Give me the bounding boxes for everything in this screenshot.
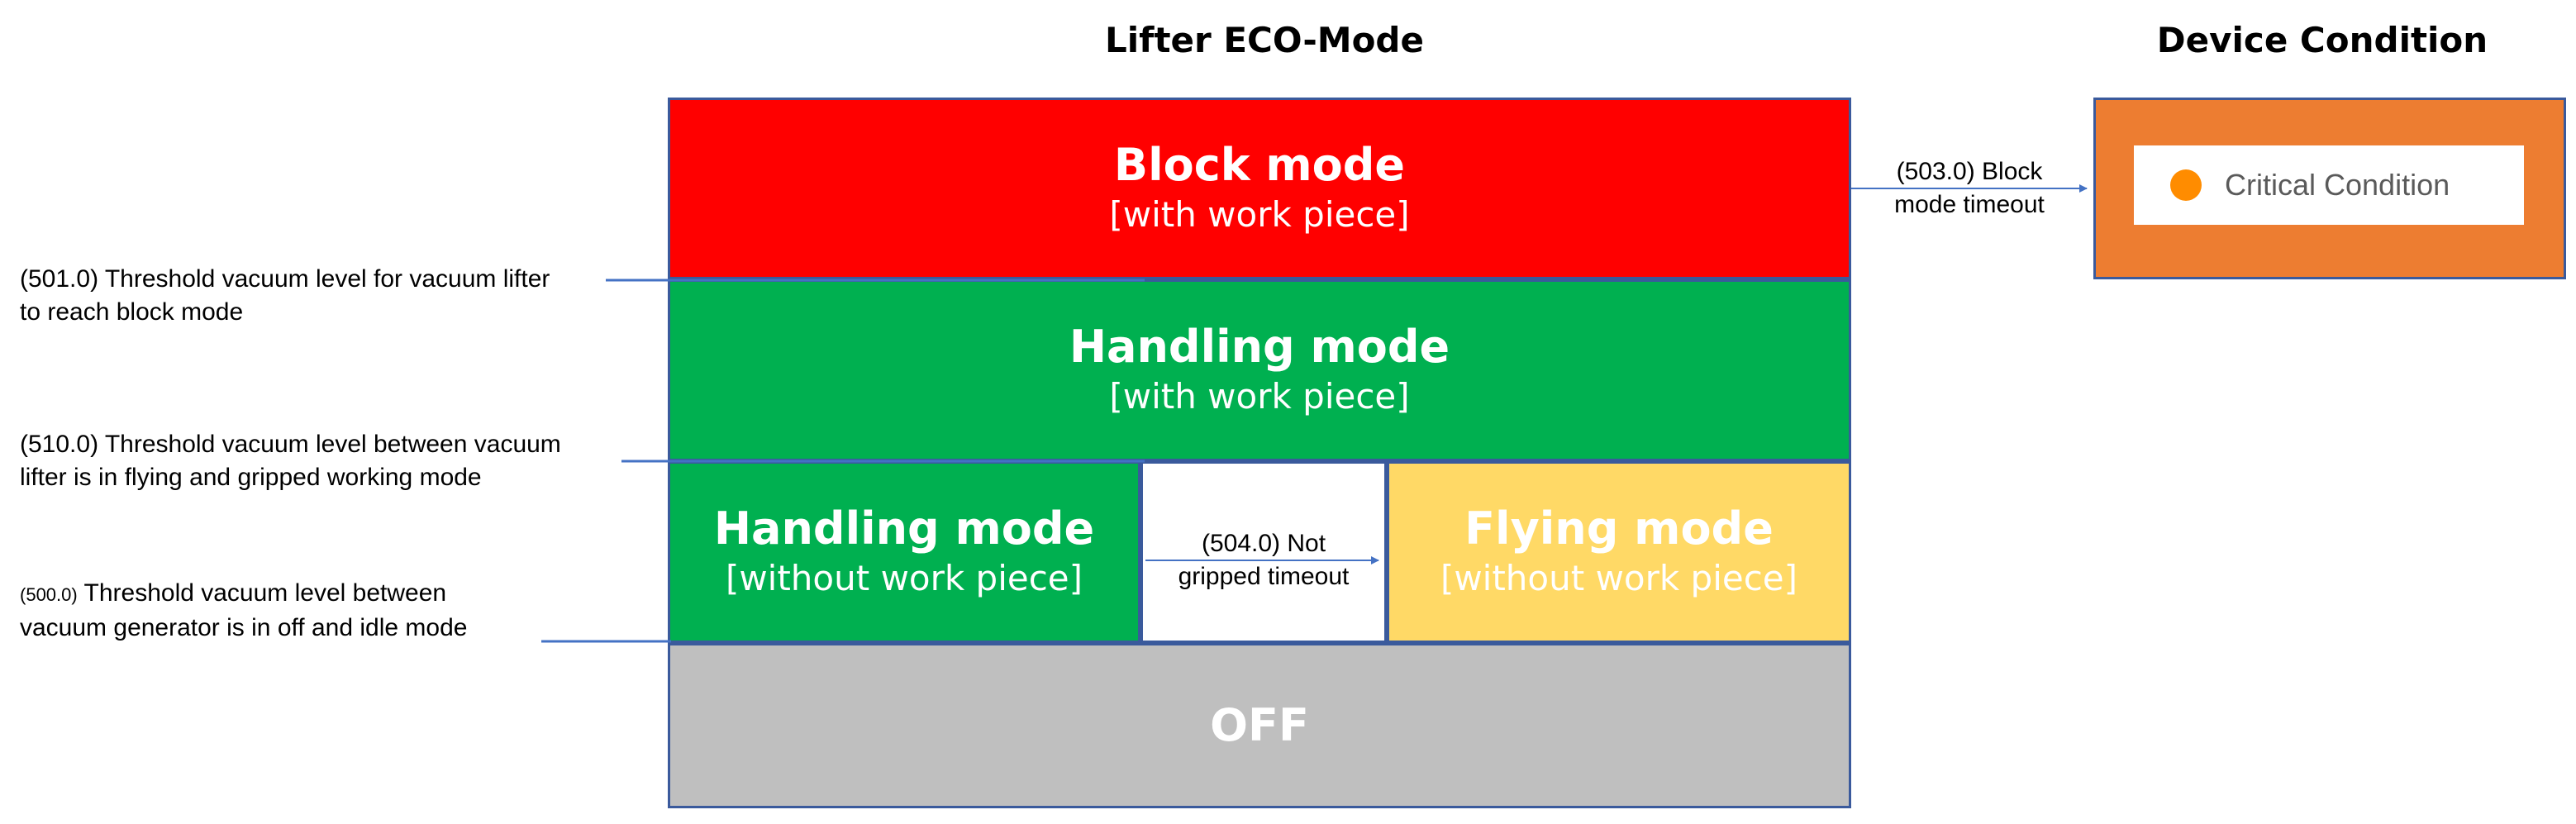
note-500-code: 500.0 <box>26 584 72 605</box>
note-500-line1: (500.0) Threshold vacuum level between <box>20 579 447 607</box>
device-status-text: Critical Condition <box>2225 168 2450 202</box>
eco-mode-title: Lifter ECO-Mode <box>1105 20 1424 60</box>
off-mode-box: OFF <box>668 643 1851 808</box>
flying-mode-box: Flying mode [without work piece] <box>1387 461 1851 643</box>
handling-mode-without-box: Handling mode [without work piece] <box>668 461 1140 643</box>
status-dot-icon <box>2170 169 2202 201</box>
note-500: (500.0) Threshold vacuum level between v… <box>20 577 467 645</box>
note-510: (510.0) Threshold vacuum level between v… <box>20 428 561 494</box>
note-500-line2: vacuum generator is in off and idle mode <box>20 614 468 641</box>
note-500-line1-text: Threshold vacuum level between <box>77 579 447 607</box>
flying-mode-sublabel: [without work piece] <box>1440 558 1798 599</box>
handling-mode-with-label: Handling mode <box>1069 321 1450 374</box>
note-503-line1: (503.0) Block <box>1896 158 2043 185</box>
note-510-line1: (510.0) Threshold vacuum level between v… <box>20 431 561 458</box>
device-condition-title: Device Condition <box>2156 20 2488 60</box>
note-501-line1: (501.0) Threshold vacuum level for vacuu… <box>20 265 550 293</box>
handling-mode-with-box: Handling mode [with work piece] <box>668 279 1851 461</box>
note-503: (503.0) Block mode timeout <box>1853 155 2086 221</box>
note-510-line2: lifter is in flying and gripped working … <box>20 464 482 491</box>
not-gripped-gap-box <box>1140 461 1387 643</box>
block-mode-sublabel: [with work piece] <box>1109 194 1410 236</box>
handling-mode-without-sublabel: [without work piece] <box>725 558 1083 599</box>
flying-mode-label: Flying mode <box>1464 502 1774 555</box>
block-mode-box: Block mode [with work piece] <box>668 98 1851 279</box>
handling-mode-without-label: Handling mode <box>713 502 1095 555</box>
block-mode-label: Block mode <box>1113 139 1406 192</box>
note-504-line1: (504.0) Not <box>1201 530 1326 557</box>
device-status-card: Critical Condition <box>2134 145 2524 225</box>
off-mode-label: OFF <box>1210 698 1309 751</box>
note-501: (501.0) Threshold vacuum level for vacuu… <box>20 263 550 329</box>
handling-mode-with-sublabel: [with work piece] <box>1109 376 1410 417</box>
note-501-line2: to reach block mode <box>20 298 244 326</box>
note-504-line2: gripped timeout <box>1178 563 1350 590</box>
note-503-line2: mode timeout <box>1894 191 2045 218</box>
note-504: (504.0) Not gripped timeout <box>1140 527 1387 593</box>
